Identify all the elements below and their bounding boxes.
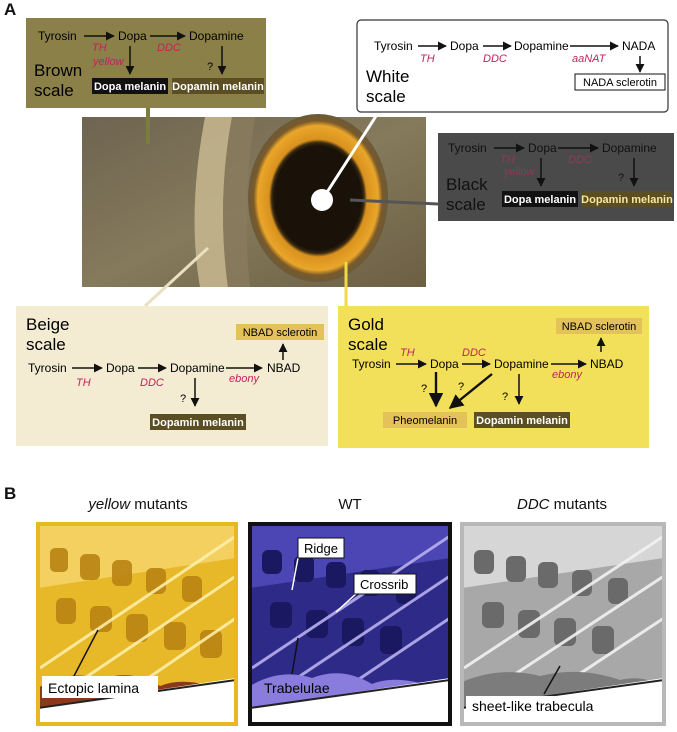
trabelulae-pointer <box>291 637 299 675</box>
ddc-caption-italic: DDC <box>516 496 550 513</box>
gold-question-1: ? <box>421 383 427 395</box>
gold-dopa: Dopa <box>430 357 459 371</box>
ectopic-lamina-label: Ectopic lamina <box>48 680 139 696</box>
gold-nbad: NBAD <box>590 357 624 371</box>
gold-ebony: ebony <box>552 369 583 381</box>
beige-ddc: DDC <box>140 377 164 389</box>
brown-tyrosin: Tyrosin <box>38 29 77 43</box>
brown-ddc: DDC <box>157 42 181 54</box>
wt-caption: WT <box>338 496 362 513</box>
black-title-1: Black <box>446 175 488 194</box>
gold-tyrosin: Tyrosin <box>352 357 391 371</box>
black-ddc: DDC <box>568 154 592 166</box>
brown-scale-box: Tyrosin Dopa Dopamine TH DDC yellow ? Br… <box>26 18 266 108</box>
beige-th: TH <box>76 377 91 389</box>
ddc-mutants-illustration <box>460 522 666 726</box>
panel-b-letter: B <box>4 484 17 503</box>
ectopic-label-bg <box>42 676 158 698</box>
beige-title-1: Beige <box>26 315 69 334</box>
black-title-2: scale <box>446 195 486 214</box>
ridge-label-bg <box>297 537 345 559</box>
black-scale-box: Tyrosin Dopa Dopamine TH DDC yellow ? Bl… <box>438 133 674 221</box>
gold-th: TH <box>400 347 415 359</box>
beige-ebony: ebony <box>229 373 260 385</box>
brown-dopa-melanin: Dopa melanin <box>94 81 166 93</box>
gold-title-1: Gold <box>348 315 384 334</box>
gold-ddc: DDC <box>462 347 486 359</box>
beige-connector <box>143 246 210 308</box>
black-question: ? <box>618 172 624 184</box>
white-ddc: DDC <box>483 53 507 65</box>
yellow-caption-italic: yellow <box>88 496 131 513</box>
sheet-trabecula-label: sheet-like trabecula <box>472 698 594 714</box>
panel-a-letter: A <box>4 0 17 19</box>
white-title-2: scale <box>366 87 406 106</box>
ridge-pointer <box>291 557 299 591</box>
gold-question-3: ? <box>502 391 508 403</box>
brown-yellow: yellow <box>92 56 125 68</box>
brown-title-1: Brown <box>34 61 82 80</box>
white-connector <box>320 112 380 201</box>
gold-dopamine: Dopamine <box>494 357 549 371</box>
crossrib-label: Crossrib <box>360 577 408 592</box>
ectopic-pointer <box>73 629 99 677</box>
black-connector <box>349 198 439 206</box>
white-nada: NADA <box>622 39 655 53</box>
yellow-mutants-caption: yellow mutants <box>36 496 240 513</box>
beige-nbad-sclerotin: NBAD sclerotin <box>243 327 318 339</box>
ridge-label: Ridge <box>304 541 338 556</box>
beige-dopamine: Dopamine <box>170 361 225 375</box>
panel-b-illustrations: Ectopic lamina Ridge Crossrib Trabelulae… <box>36 522 666 726</box>
beige-title-2: scale <box>26 335 66 354</box>
ddc-mutants-caption: DDC mutants <box>458 496 666 513</box>
gold-dopamin-melanin: Dopamin melanin <box>476 415 568 427</box>
ddc-caption-rest: mutants <box>549 496 608 513</box>
white-dopamine: Dopamine <box>514 39 569 53</box>
brown-th: TH <box>92 42 107 54</box>
white-nada-sclerotin: NADA sclerotin <box>583 77 657 89</box>
black-dopa-melanin: Dopa melanin <box>504 194 576 206</box>
sheet-pointer <box>543 665 561 695</box>
panel-a-diagram: Tyrosin Dopa Dopamine TH DDC yellow ? Br… <box>16 18 674 448</box>
black-dopa: Dopa <box>528 141 557 155</box>
brown-title-2: scale <box>34 81 74 100</box>
wt-illustration <box>248 522 452 726</box>
beige-scale-box: Beige scale NBAD sclerotin Tyrosin Dopa … <box>16 306 328 446</box>
beige-question: ? <box>180 393 186 405</box>
white-aanat: aaNAT <box>572 53 607 65</box>
beige-dopamin-melanin: Dopamin melanin <box>152 417 244 429</box>
black-th: TH <box>500 154 515 166</box>
gold-scale-box: Gold scale NBAD sclerotin Tyrosin Dopa D… <box>338 306 649 448</box>
black-yellow: yellow <box>503 166 536 178</box>
white-th: TH <box>420 53 435 65</box>
brown-dopamine: Dopamine <box>189 29 244 43</box>
crossrib-label-bg <box>353 573 417 595</box>
gold-pheomelanin: Pheomelanin <box>393 415 457 427</box>
crossrib-pointer <box>335 591 359 613</box>
brown-dopa: Dopa <box>118 29 147 43</box>
brown-dopamin-melanin: Dopamin melanin <box>172 81 264 93</box>
beige-tyrosin: Tyrosin <box>28 361 67 375</box>
black-dopamin-melanin: Dopamin melanin <box>581 194 673 206</box>
beige-nbad: NBAD <box>267 361 301 375</box>
sheet-label-bg <box>466 696 616 716</box>
gold-title-2: scale <box>348 335 388 354</box>
yellow-caption-rest: mutants <box>130 496 188 513</box>
white-title-1: White <box>366 67 409 86</box>
gold-nbad-sclerotin: NBAD sclerotin <box>562 321 637 333</box>
white-dopa: Dopa <box>450 39 479 53</box>
black-tyrosin: Tyrosin <box>448 141 487 155</box>
beige-dopa: Dopa <box>106 361 135 375</box>
gold-question-2: ? <box>458 381 464 393</box>
brown-question: ? <box>207 61 213 73</box>
trabelulae-label: Trabelulae <box>264 680 330 696</box>
white-scale-box: Tyrosin Dopa Dopamine NADA TH DDC aaNAT … <box>356 19 669 113</box>
white-tyrosin: Tyrosin <box>374 39 413 53</box>
black-dopamine: Dopamine <box>602 141 657 155</box>
